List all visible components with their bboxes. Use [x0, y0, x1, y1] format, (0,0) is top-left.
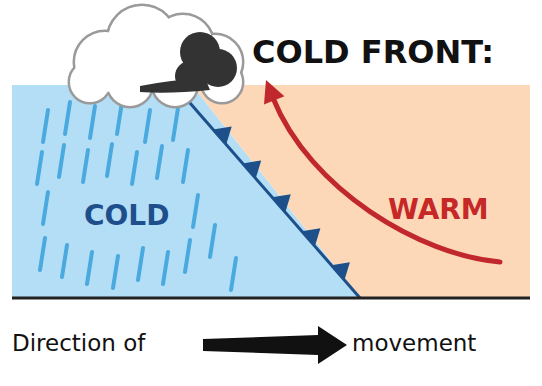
air-mass-label: WARM	[388, 193, 489, 227]
air-mass-shape	[192, 85, 530, 298]
cloud-fill	[188, 35, 242, 89]
direction-label: movement	[352, 330, 476, 358]
cloud-fill	[153, 15, 213, 75]
air-mass-label: COLD	[84, 199, 169, 233]
storm-cloud-part	[180, 32, 220, 72]
air-mass-fill	[192, 85, 530, 298]
cloud-puff	[75, 32, 135, 92]
cloud-fill	[108, 6, 176, 74]
diagram-title: COLD FRONT:	[252, 33, 494, 71]
storm-cloud-part	[199, 49, 237, 87]
warm-air-mass: WARM	[192, 85, 530, 298]
direction-label: Direction of	[12, 330, 145, 358]
cloud-puff	[153, 15, 213, 75]
cloud-puff	[188, 35, 242, 89]
direction-arrow	[203, 326, 347, 364]
cloud-fill	[75, 32, 135, 92]
cloud-puff	[108, 6, 176, 74]
